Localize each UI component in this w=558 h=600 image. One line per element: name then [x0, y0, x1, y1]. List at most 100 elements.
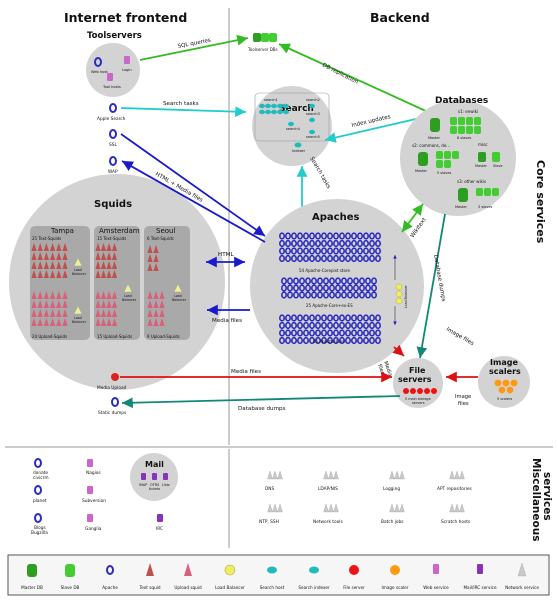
apache-icon-hole	[348, 286, 352, 290]
tampa-lb-bottom-label-1: Load	[74, 316, 82, 320]
apache-icon-hole	[352, 241, 356, 246]
network-service-icon	[277, 503, 283, 513]
file-server-icon	[349, 565, 359, 575]
search2-label: search2	[306, 98, 320, 102]
apache-icon-hole	[352, 338, 356, 343]
lists-icon	[163, 473, 168, 480]
apache-icon-hole	[316, 256, 320, 261]
upload-squid-icon	[111, 300, 118, 308]
apache-icon-hole	[336, 293, 340, 297]
apache-icon-hole	[322, 338, 326, 343]
text-squid-icon	[153, 245, 159, 253]
apache-icon-hole	[280, 241, 284, 246]
apache-icon-hole	[292, 241, 296, 246]
tampa-region	[30, 226, 90, 340]
text-squid-icon	[56, 261, 62, 269]
upload-squid-icon	[43, 300, 49, 308]
network-service-icon	[328, 503, 334, 513]
upload-squid-icon	[153, 309, 159, 317]
db-replication-arrow	[278, 43, 429, 113]
databases-title: Databases	[435, 96, 488, 106]
apache-icon-hole	[334, 249, 338, 253]
upload-squid-icon	[43, 309, 49, 317]
apache-icon-hole	[370, 316, 374, 320]
apache-icon-hole	[312, 286, 316, 290]
upload-squid-icon	[50, 300, 56, 308]
apache-icon-hole	[354, 279, 358, 283]
file-server-icons	[403, 388, 437, 394]
apache-icon-hole	[286, 256, 290, 261]
apache-icon-hole	[282, 286, 286, 290]
upload-squid-icon	[106, 318, 112, 326]
search-hosts	[259, 103, 315, 148]
text-squid-icon	[106, 243, 112, 251]
apache-icon-hole	[310, 331, 314, 335]
apache-icon-hole	[346, 331, 350, 335]
apache-icon-hole	[318, 286, 322, 290]
apache-icon-hole	[322, 234, 326, 238]
apache-icon-hole	[298, 241, 302, 246]
upload-squid-icon	[31, 318, 37, 326]
apache-icon-hole	[292, 323, 296, 328]
apache-icon-hole	[346, 256, 350, 261]
fileservers-sub-2: servers	[412, 401, 425, 405]
apache-icon-hole	[346, 323, 350, 328]
tampa-upload-squids-label: 24 Upload-Squids	[32, 334, 67, 339]
image-files-label-b: files	[458, 401, 469, 407]
text-squid-icon	[43, 270, 49, 278]
ntp-label: NTP, SSH	[259, 519, 279, 525]
scratch-label: Scratch hosts	[441, 519, 471, 525]
slave-db-icon	[65, 564, 75, 577]
upload-squid-icon	[153, 300, 159, 308]
apache-icon-hole	[280, 331, 284, 335]
text-squid-icon	[95, 270, 101, 278]
text-squid-icon	[37, 270, 43, 278]
text-squid-icon	[153, 263, 159, 271]
apaches-to-fileservers-red-arrow	[392, 344, 405, 357]
text-squid-icon	[106, 252, 112, 260]
apache-icon-hole	[310, 241, 314, 246]
wap-icon	[109, 156, 117, 166]
apache-icon-hole	[280, 316, 284, 320]
apache-icon-hole	[292, 234, 296, 238]
apple-search-icon	[109, 103, 117, 113]
seoul-lb-label-1: Load	[174, 294, 182, 298]
apache-icon-hole	[292, 316, 296, 320]
tampa-text-squids-label: 25 Text-Squids	[32, 236, 61, 241]
apache-icon-hole	[310, 338, 314, 343]
fileservers-title-1: File	[409, 366, 426, 375]
apache-icon-hole	[358, 316, 362, 320]
apache-load-balancer-icon	[395, 283, 403, 305]
network-service-icon	[399, 503, 405, 513]
apache-icon-hole	[366, 293, 370, 297]
apache-icon-hole	[334, 338, 338, 343]
apache-icon-hole	[370, 241, 374, 246]
amsterdam-label: Amsterdam	[99, 227, 140, 235]
apache-icon-hole	[300, 293, 304, 297]
media-files-red-label-b: files	[376, 364, 385, 376]
network-service-icon	[328, 470, 334, 480]
apache-icon-hole	[304, 256, 308, 261]
s3-label: s3: other wikis	[457, 179, 486, 184]
apache-icon-hole	[304, 338, 308, 343]
network-services	[267, 470, 465, 513]
text-squid-icon	[43, 252, 49, 260]
apache-icon-hole	[328, 241, 332, 246]
sql-queries-arrow	[139, 34, 249, 61]
network-service-icon	[454, 470, 460, 480]
heading-misc-services-1: Miscellaneous	[530, 458, 542, 541]
tampa-lb-top-label-2: Balancer	[72, 272, 87, 276]
legend-label: Mail/IRC service	[463, 585, 497, 590]
apache-icon-hole	[286, 338, 290, 343]
apache-icon-hole	[288, 286, 292, 290]
apache-icon-hole	[286, 249, 290, 253]
apache-icon-hole	[334, 323, 338, 328]
text-squid-icon	[50, 270, 56, 278]
apache-icon-hole	[360, 286, 364, 290]
apache-icon-hole	[360, 279, 364, 283]
amsterdam-region	[94, 226, 140, 340]
apache-icon-hole	[312, 279, 316, 283]
apache-icon-hole	[298, 256, 302, 261]
upload-squid-icon	[159, 318, 165, 326]
tampa-lb-top-label-1: Load	[74, 268, 82, 272]
